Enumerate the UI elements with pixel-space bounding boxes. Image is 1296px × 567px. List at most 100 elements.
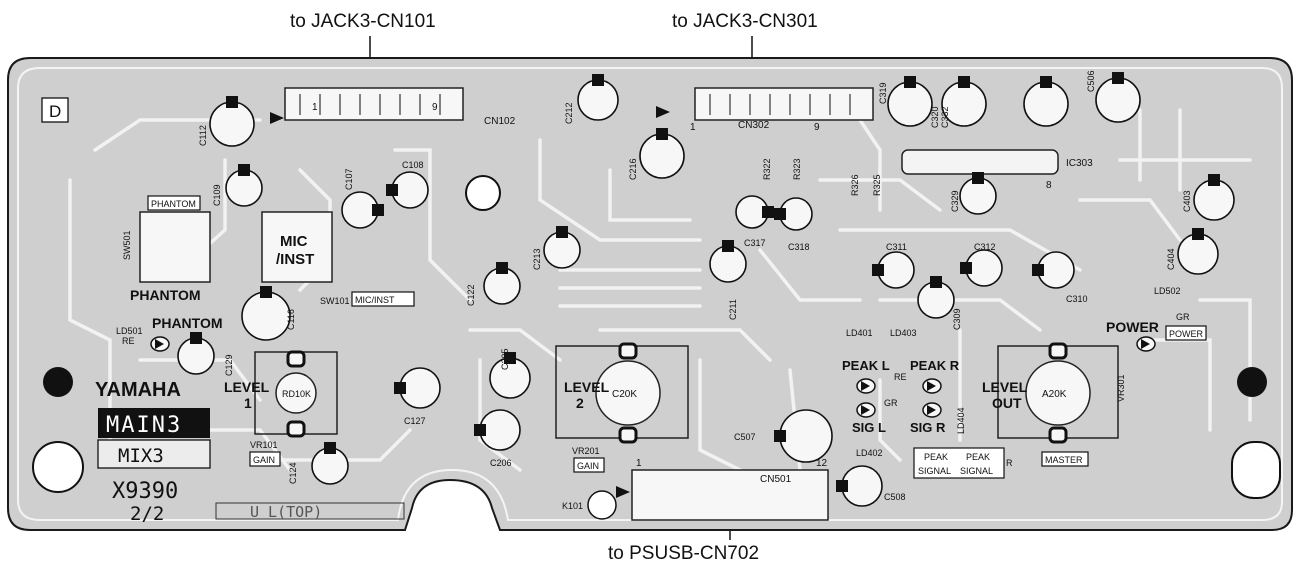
mount-hole-upper [465, 175, 501, 211]
label-c506: C506 [1086, 70, 1096, 92]
c403-pad [1208, 174, 1220, 186]
label-c332: C332 [940, 106, 950, 128]
label-c109: C109 [212, 184, 222, 206]
label-a20k: A20K [1042, 389, 1067, 400]
label-ld402: LD402 [856, 448, 883, 458]
label-c129: C129 [224, 354, 234, 376]
c506-pad [1112, 72, 1124, 84]
label-c122: C122 [466, 284, 476, 306]
label-box-mic-inst-box [351, 291, 415, 307]
label-peak-r: PEAK R [910, 358, 960, 373]
label-k101: K101 [562, 501, 583, 511]
label-cn501-p1: 1 [636, 458, 642, 469]
label-c127: C127 [404, 416, 426, 426]
submodel-name: MIX3 [118, 445, 164, 467]
label-rd10k: RD10K [282, 389, 311, 399]
c206-pad [474, 424, 486, 436]
label-phantom-upper: PHANTOM [151, 199, 196, 209]
mic-inst-switch [261, 211, 333, 283]
label-c508: C508 [884, 492, 906, 502]
c112-pad [226, 96, 238, 108]
label-phantom-mid: PHANTOM [130, 287, 201, 303]
label-box-phantom-upper [147, 195, 201, 211]
label-c403: C403 [1182, 190, 1192, 212]
c107-pad [372, 204, 384, 216]
label-box-peak-signal [913, 447, 1005, 479]
sw501-phantom-switch [139, 211, 211, 283]
c320-pad [958, 76, 970, 88]
corner-mark-box [41, 97, 69, 123]
ic303-outline [901, 149, 1059, 175]
rd10k-knob [275, 372, 317, 414]
c317-pad [762, 206, 774, 218]
label-re2: RE [122, 336, 135, 346]
label-level1-b: 1 [244, 395, 252, 411]
label-c112: C112 [198, 125, 208, 146]
label-power: POWER [1106, 319, 1159, 335]
ld403-peak-r-led-mark [927, 381, 936, 391]
label-peak-signal-2a: PEAK [966, 452, 990, 462]
label-cn501: CN501 [760, 474, 792, 485]
brand-logo: YAMAHA [95, 379, 181, 401]
callout-top-left: to JACK3-CN101 [290, 11, 436, 32]
model-name: MAIN3 [106, 413, 182, 438]
sheet-number: 2/2 [130, 503, 164, 525]
label-c320: C320 [930, 106, 940, 128]
label-peak-signal-1b: SIGNAL [918, 466, 951, 476]
label-peak-l: PEAK L [842, 358, 890, 373]
c507-pad [774, 430, 786, 442]
label-c107: C107 [344, 168, 354, 190]
label-gr: GR [1176, 312, 1190, 322]
c129-pad [190, 332, 202, 344]
label-c312: C312 [974, 242, 996, 252]
a20k-knob [1025, 360, 1091, 426]
label-mic-inst-2: /INST [276, 251, 314, 268]
label-level2-b: 2 [576, 395, 584, 411]
label-cn302: CN302 [738, 120, 770, 131]
label-level2-a: LEVEL [564, 379, 610, 395]
label-c212: C212 [564, 102, 574, 124]
ld403-sig-r-led-mark [927, 405, 936, 415]
connector-pins [299, 94, 851, 115]
pot-pads [286, 342, 1068, 444]
label-level-out-b: OUT [992, 395, 1022, 411]
label-c319: C319 [878, 82, 888, 104]
label-sig-l: SIG L [852, 420, 886, 435]
c312-pad [960, 262, 972, 274]
c109-pad [238, 164, 250, 176]
label-c309: C309 [952, 308, 962, 330]
label-level-out-a: LEVEL [982, 379, 1028, 395]
label-box-power-box [1165, 325, 1207, 341]
ld501-led-mark [155, 339, 164, 349]
c329-pad [972, 172, 984, 184]
label-c211: C211 [728, 299, 738, 320]
label-vr201: VR201 [572, 446, 600, 456]
label-sig-r: SIG R [910, 420, 946, 435]
c319-capacitor [887, 81, 933, 127]
label-ic303-p8: 8 [1046, 180, 1052, 191]
side-label: U L(TOP) [250, 503, 322, 521]
label-c216: C216 [628, 158, 638, 180]
submodel-box [97, 439, 211, 469]
label-r326: R326 [850, 174, 860, 196]
label-box-master [1041, 451, 1089, 467]
label-sw501: SW501 [122, 230, 132, 260]
mount-slot-right [1231, 441, 1281, 499]
label-c318: C318 [788, 242, 810, 252]
label-vr101: VR101 [250, 440, 278, 450]
label-r323: R323 [792, 158, 802, 180]
c213-pad [556, 226, 568, 238]
label-mic-inst-box: MIC/INST [355, 295, 395, 305]
c116-pad [260, 286, 272, 298]
side-label-box [215, 502, 405, 520]
label-cn501-p12: 12 [816, 458, 828, 469]
label-c507: C507 [734, 432, 756, 442]
label-ld401: LD401 [846, 328, 873, 338]
label-c116: C116 [286, 309, 296, 330]
c311-pad [872, 264, 884, 276]
c205-pad [504, 352, 516, 364]
label-phantom-led: PHANTOM [152, 315, 223, 331]
label-power-box: POWER [1169, 329, 1204, 339]
c124-pad [324, 442, 336, 454]
